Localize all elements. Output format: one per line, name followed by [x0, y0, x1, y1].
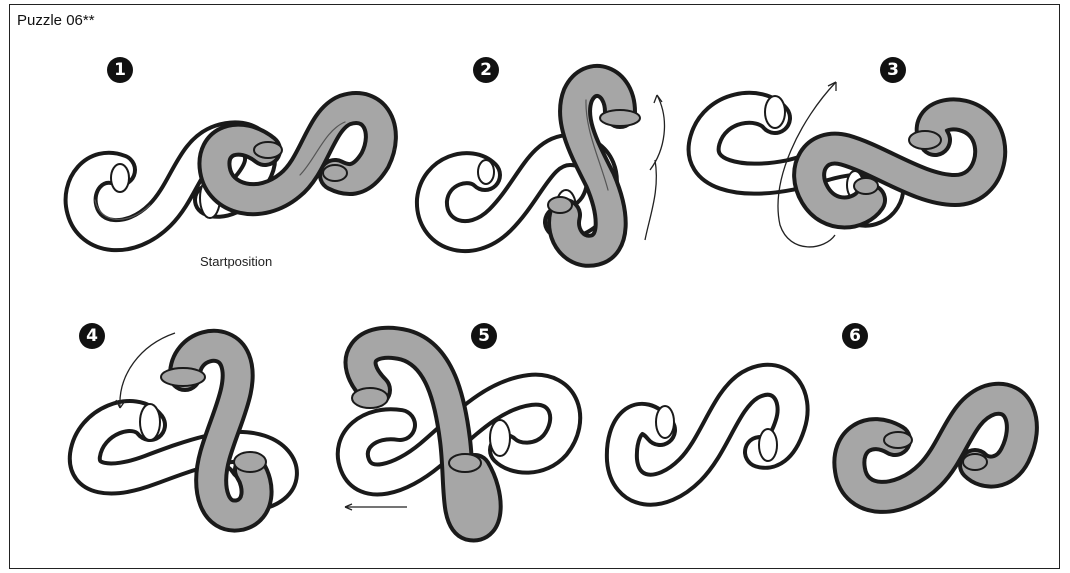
step-2-arrow-up: [650, 95, 664, 170]
step-6-white-piece: [622, 380, 793, 490]
step-3-drawing: [704, 82, 991, 247]
step-1-drawing: [81, 108, 396, 235]
step-2-arrow-loop: [645, 160, 656, 240]
step-5-drawing: [345, 343, 565, 526]
step-6-gray-piece: [849, 399, 1022, 497]
step-2-drawing: [432, 81, 665, 251]
step-6-drawing: [622, 380, 1022, 497]
step-4-drawing: [85, 333, 282, 516]
